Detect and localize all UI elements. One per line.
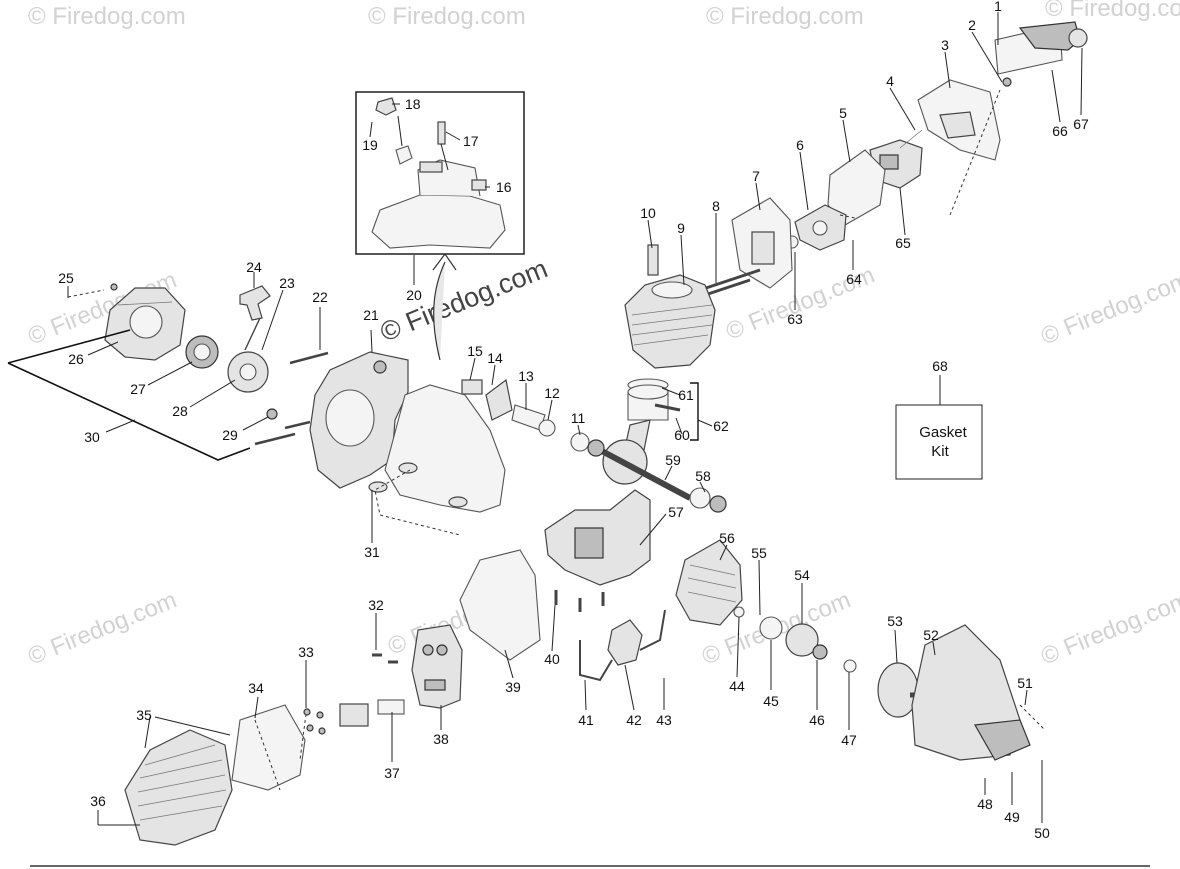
callout-44: 44	[729, 678, 745, 694]
gasket-kit: 68 Gasket Kit	[895, 358, 983, 480]
callout-35: 35	[136, 707, 152, 723]
callout-1: 1	[994, 0, 1002, 14]
callout-57: 57	[668, 504, 684, 520]
callout-50: 50	[1034, 825, 1050, 841]
callout-29: 29	[222, 427, 238, 443]
callout-68: 68	[932, 358, 948, 374]
watermark: © Firedog.com	[28, 3, 186, 30]
callout-61: 61	[678, 387, 694, 403]
watermark: © Firedog.com	[1037, 266, 1180, 350]
callout-45: 45	[763, 693, 779, 709]
callout-63: 63	[787, 311, 803, 327]
callout-6: 6	[796, 137, 804, 153]
callout-52: 52	[923, 627, 939, 643]
callout-22: 22	[312, 289, 328, 305]
callout-46: 46	[809, 712, 825, 728]
callout-numbers: 1 2 3 4 5 6 7 8 9 10 11 12 13 14 15 16 1…	[58, 0, 1089, 841]
callout-lines	[67, 12, 1083, 826]
callout-37: 37	[384, 765, 400, 781]
callout-5: 5	[839, 105, 847, 121]
callout-65: 65	[895, 235, 911, 251]
callout-7: 7	[752, 168, 760, 184]
callout-23: 23	[279, 275, 295, 291]
callout-28: 28	[172, 403, 188, 419]
callout-36: 36	[90, 793, 106, 809]
callout-15: 15	[467, 343, 483, 359]
callout-10: 10	[640, 205, 656, 221]
gasket-kit-line1: Gasket	[919, 424, 967, 441]
callout-9: 9	[677, 220, 685, 236]
callout-19: 19	[362, 137, 378, 153]
callout-17: 17	[463, 133, 479, 149]
bracket-30	[7, 329, 251, 461]
callout-59: 59	[665, 452, 681, 468]
callout-11: 11	[571, 410, 586, 426]
callout-33: 33	[298, 644, 314, 660]
callout-47: 47	[841, 732, 857, 748]
callout-40: 40	[544, 651, 560, 667]
callout-58: 58	[695, 468, 711, 484]
callout-18: 18	[405, 96, 421, 112]
callout-2: 2	[968, 17, 976, 33]
callout-56: 56	[719, 530, 735, 546]
callout-25: 25	[58, 270, 74, 286]
callout-3: 3	[941, 37, 949, 53]
callout-31: 31	[364, 544, 380, 560]
callout-55: 55	[751, 545, 767, 561]
watermark: © Firedog.com	[24, 586, 180, 670]
callout-26: 26	[68, 351, 84, 367]
callout-43: 43	[656, 712, 672, 728]
callout-4: 4	[886, 73, 894, 89]
callout-14: 14	[487, 350, 503, 366]
watermark: © Firedog.com	[1037, 586, 1180, 670]
part-illustrations	[67, 21, 1088, 846]
callout-66: 66	[1052, 123, 1068, 139]
gasket-kit-line2: Kit	[931, 443, 949, 460]
callout-41: 41	[578, 712, 594, 728]
callout-54: 54	[794, 567, 810, 583]
callout-67: 67	[1073, 116, 1089, 132]
callout-24: 24	[246, 259, 262, 275]
callout-13: 13	[518, 368, 534, 384]
center-watermark: © Firedog.com	[376, 253, 552, 347]
watermark: © Firedog.com	[706, 3, 864, 30]
bracket-62	[690, 382, 699, 441]
callout-27: 27	[130, 381, 146, 397]
callout-42: 42	[626, 712, 642, 728]
callout-30: 30	[84, 429, 100, 445]
callout-53: 53	[887, 613, 903, 629]
callout-39: 39	[505, 679, 521, 695]
callout-16: 16	[496, 179, 512, 195]
callout-62: 62	[713, 418, 729, 434]
callout-20: 20	[406, 287, 422, 303]
callout-21: 21	[363, 307, 379, 323]
watermark: © Firedog.com	[1045, 0, 1180, 22]
alignment-lines	[254, 89, 1046, 791]
callout-51: 51	[1017, 675, 1033, 691]
fuel-tank-inset-box	[355, 91, 525, 255]
callout-34: 34	[248, 680, 264, 696]
callout-60: 60	[674, 427, 690, 443]
watermark: © Firedog.com	[368, 3, 526, 30]
fuel-tank-part	[371, 97, 506, 249]
callout-38: 38	[433, 731, 449, 747]
callout-12: 12	[544, 385, 560, 401]
callout-32: 32	[368, 597, 384, 613]
callout-48: 48	[977, 796, 993, 812]
callout-49: 49	[1004, 809, 1020, 825]
callout-8: 8	[712, 198, 720, 214]
callout-64: 64	[846, 271, 862, 287]
